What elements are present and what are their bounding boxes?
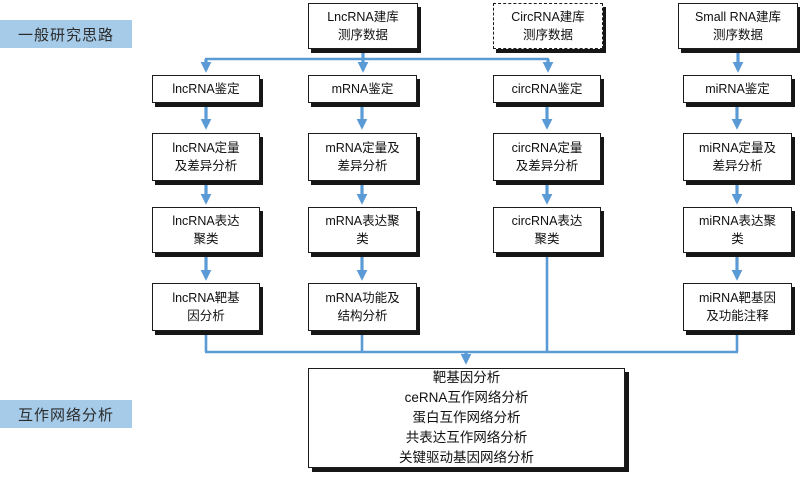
box-text-line: 测序数据 [712,28,763,42]
box-lncrna-target-gene-analysis: lncRNA靶基 因分析 [152,283,260,331]
box-lncrna-quantification: lncRNA定量 及差异分析 [152,133,260,181]
box-mirna-quantification: miRNA定量及 差异分析 [683,133,792,181]
box-text-line: 测序数据 [337,28,388,42]
box-circrna-library-data: CircRNA建库 测序数据 [493,3,603,49]
box-text-line: 类 [356,232,369,246]
box-text-line: 靶基因分析 [432,370,501,385]
box-mrna-function-structure-analysis: mRNA功能及 结构分析 [308,283,417,331]
box-mirna-identification: miRNA鉴定 [683,75,792,103]
section-label-general-approach: 一般研究思路 [0,20,132,48]
box-text-line: mRNA定量及 [325,140,400,155]
box-mirna-target-gene-annotation: miRNA靶基因 及功能注释 [683,283,792,331]
box-text-line: 蛋白互作网络分析 [412,410,521,425]
box-text-line: miRNA定量及 [698,140,777,155]
box-text-line: 关键驱动基因网络分析 [399,450,534,465]
box-text-line: 测序数据 [522,28,573,42]
arrow-connectors [200,47,744,365]
box-circrna-quantification: circRNA定量 及差异分析 [493,133,601,181]
box-mrna-clustering: mRNA表达聚 类 [308,207,417,253]
box-interaction-network-analysis: 靶基因分析 ceRNA互作网络分析 蛋白互作网络分析 共表达互作网络分析 关键驱… [308,368,625,468]
box-text-line: 因分析 [187,309,225,323]
box-text-line: mRNA功能及 [325,290,400,305]
box-text-line: 及差异分析 [174,159,238,173]
box-smallrna-library-data: Small RNA建库 测序数据 [678,3,798,49]
box-lncrna-clustering: lncRNA表达 聚类 [152,207,260,253]
box-text-line: circRNA鉴定 [511,81,583,96]
plain-connectors [204,57,739,354]
box-text-line: lncRNA靶基 [172,290,240,305]
box-text-line: ceRNA互作网络分析 [404,390,529,405]
box-text-line: 聚类 [534,232,560,246]
box-circrna-identification: circRNA鉴定 [493,75,601,103]
box-text-line: 类 [731,232,744,246]
box-text-line: lncRNA定量 [172,140,240,155]
box-lncrna-library-data: LncRNA建库 测序数据 [308,3,418,49]
box-text-line: 共表达互作网络分析 [405,430,528,445]
box-text-line: miRNA鉴定 [705,81,770,96]
box-text-line: mRNA鉴定 [331,81,394,96]
box-lncrna-identification: lncRNA鉴定 [152,75,260,103]
box-text-line: mRNA表达聚 [325,213,400,228]
box-text-line: lncRNA鉴定 [172,81,240,96]
box-text-line: lncRNA表达 [172,213,240,228]
box-text-line: 及差异分析 [515,159,579,173]
box-text-line: circRNA定量 [511,140,583,155]
box-text-line: miRNA表达聚 [698,213,777,228]
box-text-line: 差异分析 [337,159,388,173]
box-mrna-quantification: mRNA定量及 差异分析 [308,133,417,181]
box-mrna-identification: mRNA鉴定 [308,75,417,103]
box-text-line: LncRNA建库 [327,9,399,24]
box-text-line: 结构分析 [337,309,388,323]
section-label-interaction-network: 互作网络分析 [0,400,132,428]
box-text-line: 差异分析 [712,159,763,173]
box-circrna-clustering: circRNA表达 聚类 [493,207,601,253]
box-text-line: Small RNA建库 [694,9,782,24]
box-text-line: CircRNA建库 [511,9,585,24]
box-text-line: 及功能注释 [706,309,769,323]
box-text-line: circRNA表达 [511,213,583,228]
box-text-line: miRNA靶基因 [698,290,777,305]
box-text-line: 聚类 [193,232,219,246]
box-mirna-clustering: miRNA表达聚 类 [683,207,792,253]
